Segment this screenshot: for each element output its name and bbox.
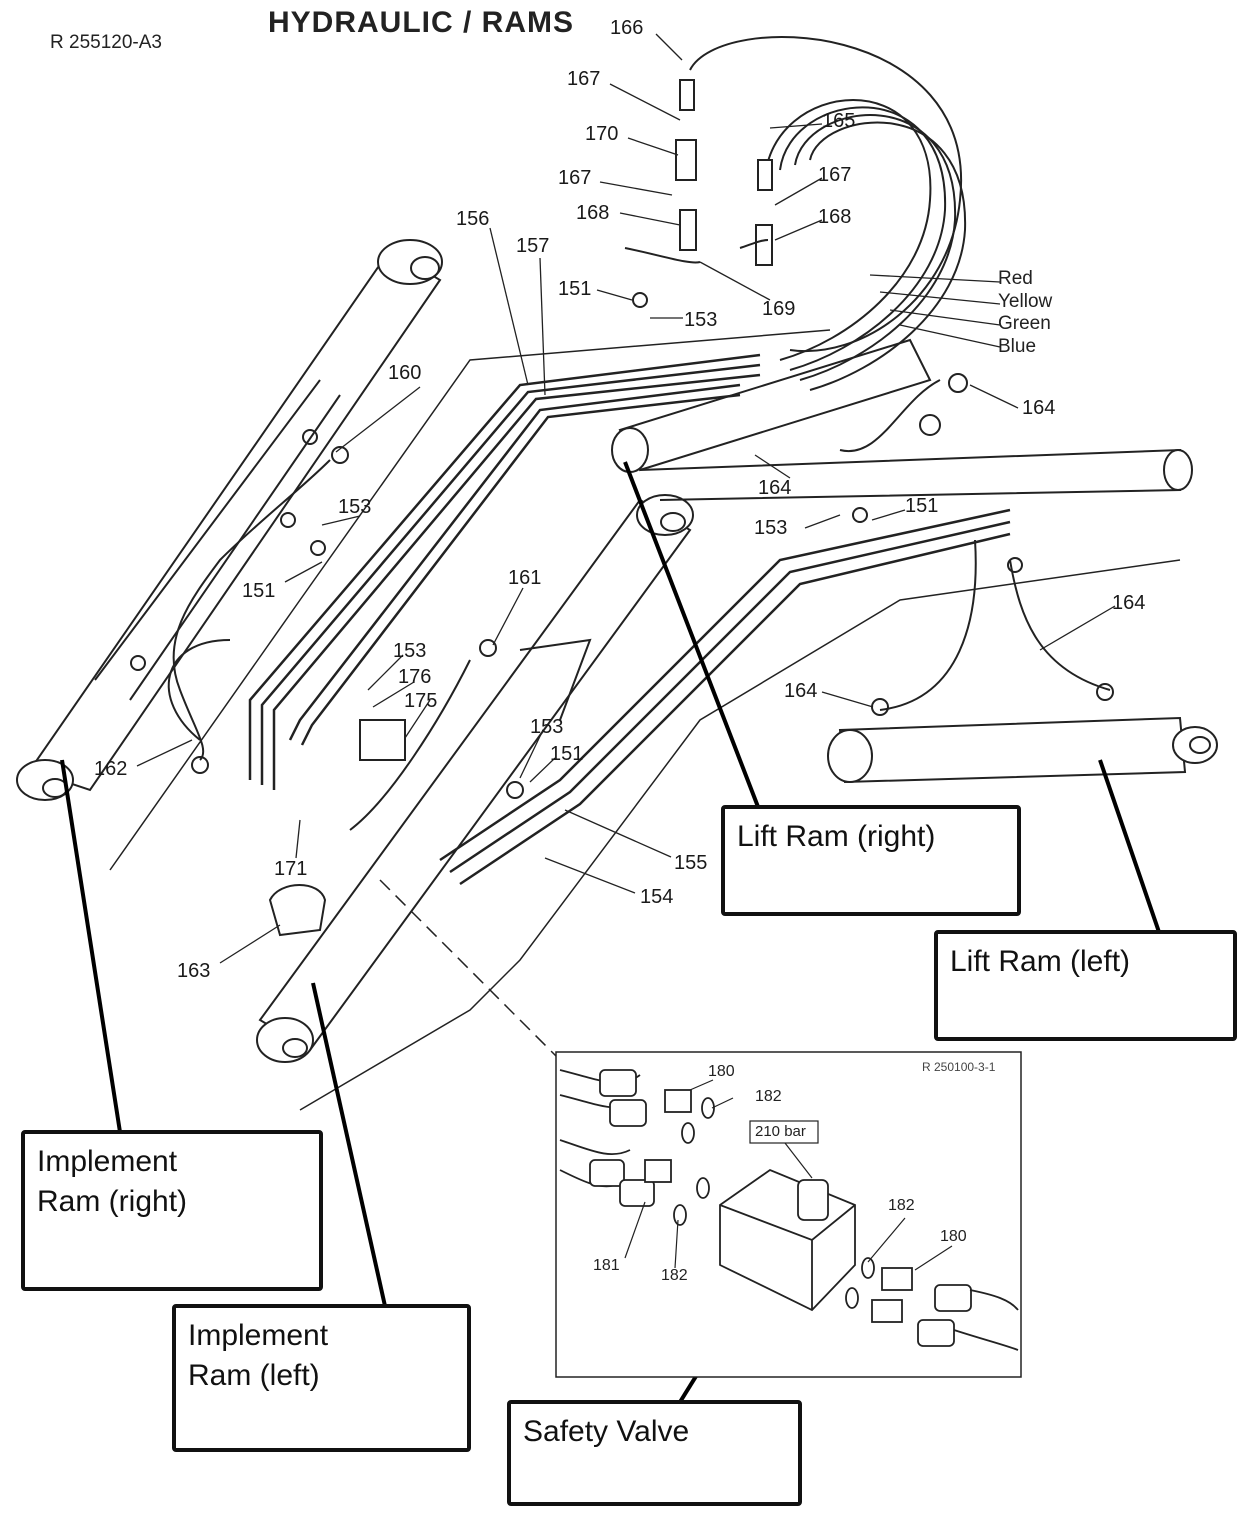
callout-lift-ram-right-label: Lift Ram (right)	[737, 820, 936, 853]
part-ref-154: 154	[640, 886, 674, 908]
part-ref-166: 166	[610, 17, 644, 39]
part-ref-176: 176	[398, 666, 432, 688]
part-ref-153: 153	[754, 517, 788, 539]
page-title: HYDRAULIC / RAMS	[268, 6, 574, 39]
inset-ref-180: 180	[708, 1063, 735, 1080]
lift-ram-right-drawing	[611, 338, 1193, 501]
part-ref-151: 151	[550, 743, 584, 765]
part-ref-151: 151	[905, 495, 939, 517]
part-ref-164: 164	[1022, 397, 1056, 419]
inset-ref-181: 181	[593, 1257, 620, 1274]
part-ref-160: 160	[388, 362, 422, 384]
callout-lift-ram-right: Lift Ram (right)	[721, 805, 1021, 916]
lift-ram-left-pointer	[1098, 759, 1162, 936]
part-ref-163: 163	[177, 960, 211, 982]
callout-lift-ram-left-label: Lift Ram (left)	[950, 945, 1131, 978]
part-ref-153: 153	[338, 496, 372, 518]
part-ref-153: 153	[393, 640, 427, 662]
part-ref-151: 151	[558, 278, 592, 300]
implement-ram-right-pointer	[60, 759, 122, 1133]
lift-ram-right-pointer	[623, 461, 762, 813]
callout-implement-ram-right-label: Implement Ram (right)	[37, 1145, 188, 1218]
part-ref-164: 164	[758, 477, 792, 499]
wire-label-red: Red	[998, 268, 1033, 289]
part-ref-171: 171	[274, 858, 308, 880]
part-ref-156: 156	[456, 208, 490, 230]
part-ref-167: 167	[558, 167, 592, 189]
wire-label-green: Green	[998, 313, 1051, 334]
callout-lift-ram-left: Lift Ram (left)	[934, 930, 1237, 1041]
hydraulic-pipes	[248, 353, 1011, 886]
document-code: R 255120-A3	[50, 32, 162, 53]
part-ref-167: 167	[818, 164, 852, 186]
flexible-hoses	[689, 36, 967, 391]
part-ref-169: 169	[762, 298, 796, 320]
part-ref-151: 151	[242, 580, 276, 602]
part-ref-168: 168	[818, 206, 852, 228]
part-ref-168: 168	[576, 202, 610, 224]
implement-ram-left-pointer	[311, 982, 387, 1307]
wire-label-blue: Blue	[998, 336, 1037, 357]
callout-implement-ram-left: Implement Ram (left)	[172, 1304, 471, 1452]
implement-ram-left-drawing	[256, 494, 694, 1063]
inset-ref-182: 182	[661, 1267, 688, 1284]
callout-safety-valve: Safety Valve	[507, 1400, 802, 1506]
part-ref-164: 164	[1112, 592, 1146, 614]
part-ref-165: 165	[822, 110, 856, 132]
part-ref-153: 153	[684, 309, 718, 331]
part-ref-170: 170	[585, 123, 619, 145]
part-ref-153: 153	[530, 716, 564, 738]
pressure-rating: 210 bar	[755, 1123, 806, 1140]
inset-code: R 250100-3-1	[922, 1060, 996, 1074]
part-ref-161: 161	[508, 567, 542, 589]
inset-ref-182: 182	[755, 1088, 782, 1105]
part-ref-164: 164	[784, 680, 818, 702]
callout-implement-ram-left-label: Implement Ram (left)	[188, 1319, 329, 1392]
part-ref-157: 157	[516, 235, 550, 257]
part-ref-167: 167	[567, 68, 601, 90]
safety-valve-inset	[555, 1051, 1022, 1378]
callout-safety-valve-label: Safety Valve	[523, 1415, 690, 1448]
part-ref-175: 175	[404, 690, 438, 712]
lift-ram-left-drawing	[827, 716, 1218, 784]
wire-label-yellow: Yellow	[998, 291, 1053, 312]
part-ref-155: 155	[674, 852, 708, 874]
inset-ref-182: 182	[888, 1197, 915, 1214]
callout-implement-ram-right: Implement Ram (right)	[21, 1130, 323, 1291]
part-ref-162: 162	[94, 758, 128, 780]
implement-ram-right-drawing	[16, 239, 443, 801]
inset-ref-180: 180	[940, 1228, 967, 1245]
